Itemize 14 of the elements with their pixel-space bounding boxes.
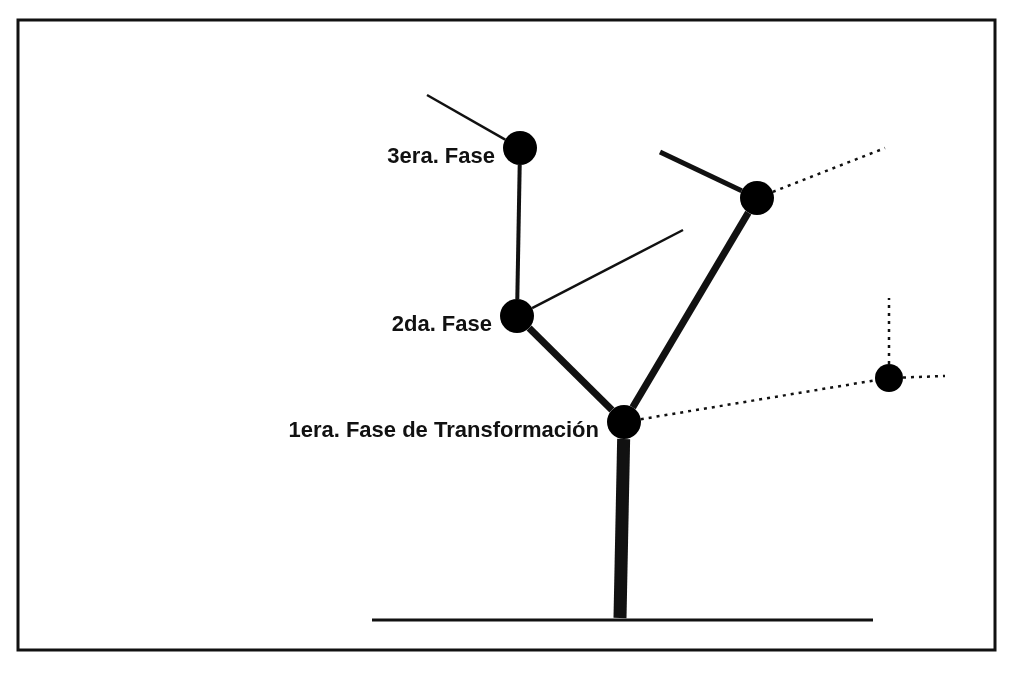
- dotted-line: [887, 298, 891, 364]
- phase-label: 3era. Fase: [387, 143, 495, 169]
- phase-label: 1era. Fase de Transformación: [288, 417, 599, 443]
- branch-line: [426, 93, 506, 141]
- dotted-line: [902, 374, 946, 379]
- phase-label: 2da. Fase: [391, 311, 492, 337]
- branch-line: [531, 228, 684, 310]
- branch-line: [526, 325, 615, 413]
- branch-line: [515, 164, 522, 300]
- dotted-line: [640, 379, 876, 421]
- dotted-line: [772, 146, 886, 193]
- branch-line: [613, 438, 631, 619]
- branch-line: [658, 149, 743, 193]
- branch-line: [629, 210, 752, 410]
